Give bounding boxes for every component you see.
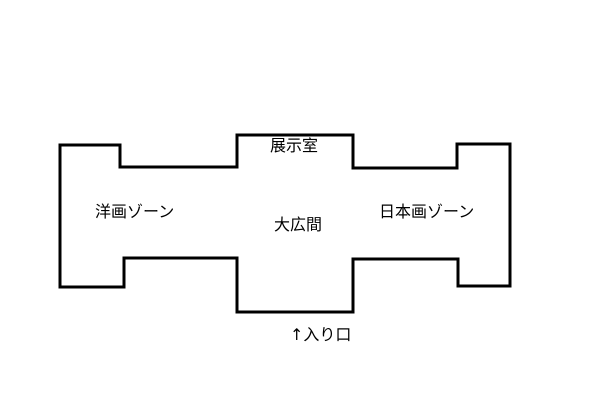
great-hall-label: 大広間	[274, 215, 323, 234]
entrance-label: ↑入り口	[290, 325, 352, 344]
japanese-zone-label: 日本画ゾーン	[379, 202, 475, 221]
exhibition-room-label: 展示室	[270, 136, 319, 155]
western-zone-label: 洋画ゾーン	[95, 202, 175, 221]
building-outline	[58, 133, 512, 314]
